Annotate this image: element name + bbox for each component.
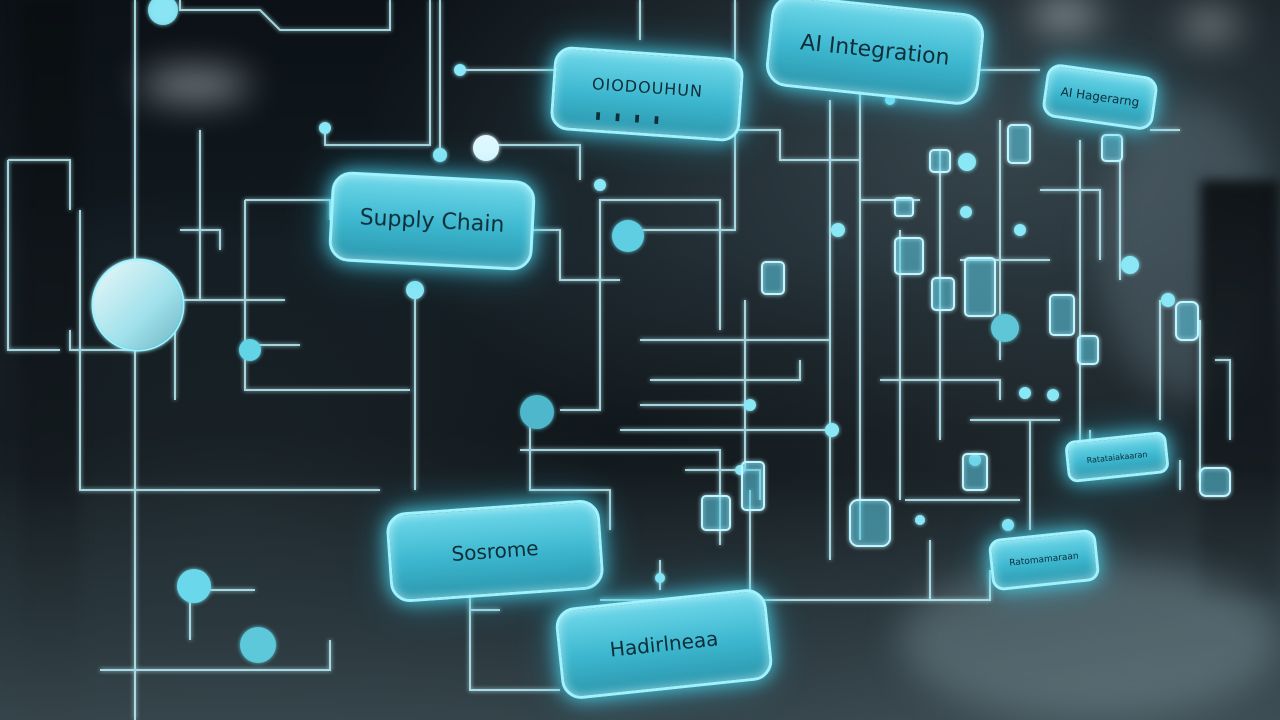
background-pillar [20,0,80,720]
circuit-dots [148,0,1175,663]
component-boxes [701,124,1231,547]
node-label: Supply Chain [359,204,505,238]
ceiling-light [1030,0,1100,30]
node-label: AI Hagerarng [1059,84,1141,110]
background-pillar [1200,180,1280,600]
node-label: Ratataiakaaran [1086,449,1148,465]
node-icons: ▮▮▮▮ [594,110,674,127]
node-label: AI Integration [799,29,951,71]
node-label: OIODOUHUN [591,73,704,101]
node-label: Hadirlneaa [608,626,720,662]
node-label: Sosrome [450,535,540,567]
node-label: Ratomamaraan [1008,551,1080,569]
node-bottom-center: Sosrome [385,498,605,604]
ceiling-light [1180,10,1240,40]
ceiling-light [140,70,250,100]
circuit-lines [7,0,1231,720]
node-top-left: OIODOUHUN ▮▮▮▮ [549,45,745,143]
floor-glow [900,560,1280,720]
node-supply-chain: Supply Chain [327,170,537,272]
